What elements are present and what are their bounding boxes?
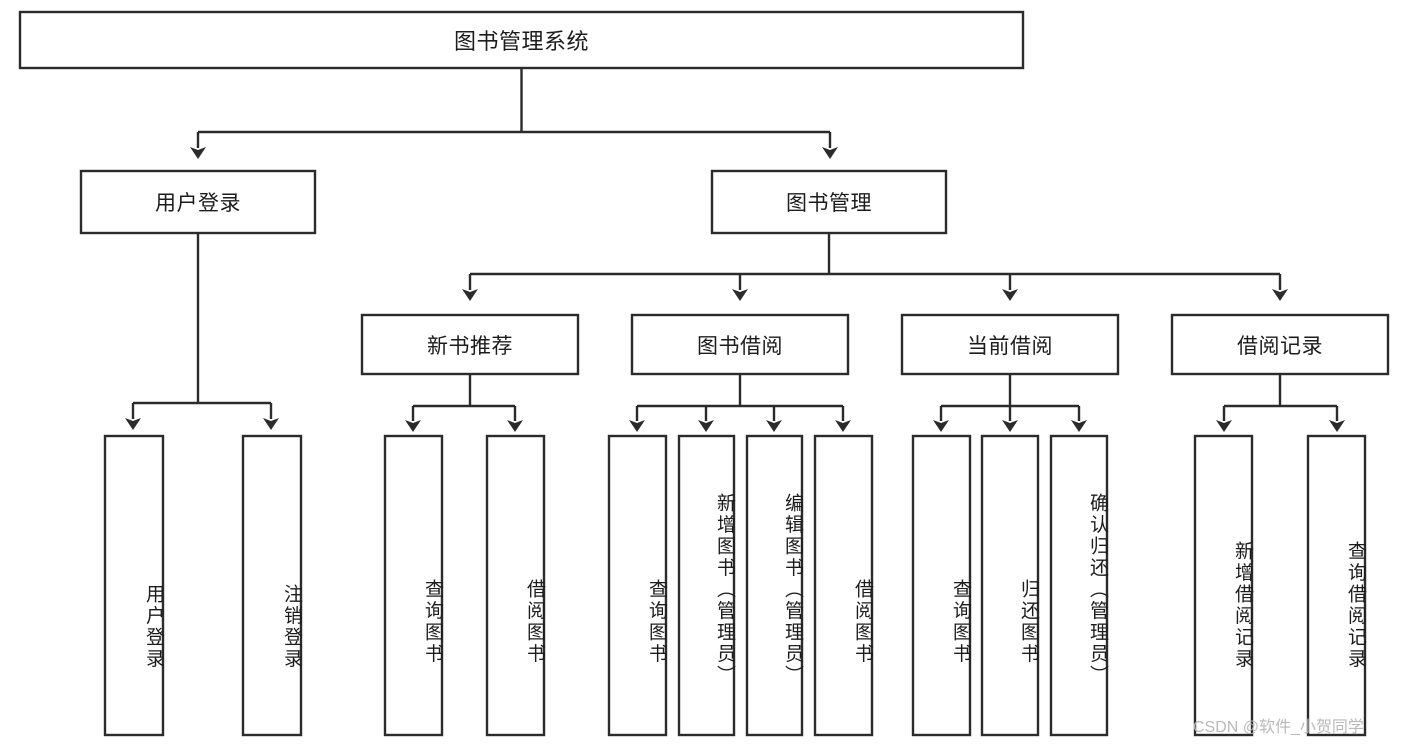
node-leaf-query-book-bb[interactable] [607,434,668,737]
node-leaf-logout[interactable] [241,434,303,737]
node-leaf-query-book-nb[interactable] [383,434,444,737]
node-leaf-borrow-book-nb[interactable] [485,434,546,737]
node-new-book-recommend[interactable] [360,313,580,376]
node-book-borrow[interactable] [630,313,850,376]
node-borrow-record[interactable] [1170,313,1390,376]
node-leaf-user-login[interactable] [103,434,165,737]
node-leaf-borrow-book-bb[interactable] [813,434,874,737]
node-leaf-query-book-cb[interactable] [911,434,972,737]
node-book-management[interactable] [710,169,948,235]
node-leaf-edit-book-admin[interactable] [745,434,804,737]
node-root-book-management-system[interactable] [18,10,1025,70]
node-user-login[interactable] [79,169,317,235]
node-current-borrow[interactable] [900,313,1120,376]
node-leaf-add-borrow-record[interactable] [1193,434,1254,737]
node-leaf-add-book-admin[interactable] [677,434,736,737]
node-leaf-query-borrow-record[interactable] [1306,434,1367,737]
node-leaf-confirm-return-admin[interactable] [1049,434,1109,737]
node-leaf-return-book[interactable] [980,434,1040,737]
